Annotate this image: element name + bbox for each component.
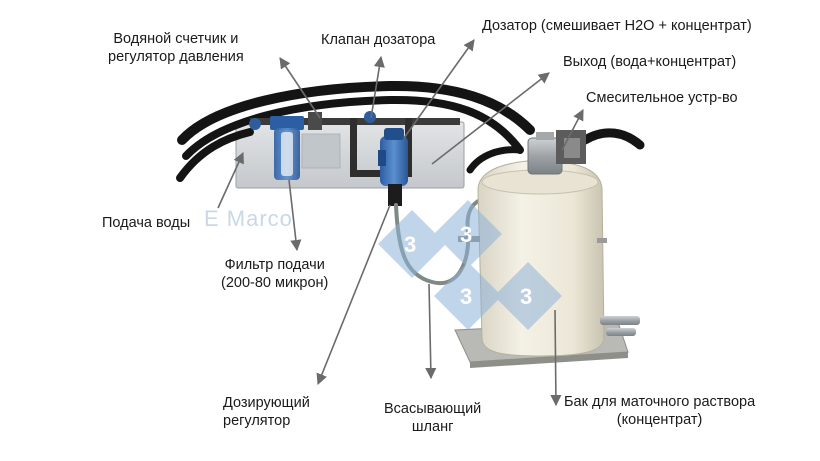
- label-filter: Фильтр подачи (200-80 микрон): [221, 257, 329, 291]
- watermark-digit-3: 3: [460, 284, 474, 309]
- arrow-filter: [288, 179, 302, 252]
- filter-housing: [270, 116, 304, 180]
- arrow-dosing-regulator: [316, 204, 391, 386]
- arrow-suction-hose: [425, 283, 437, 380]
- watermark-digit-4: 3: [520, 284, 534, 309]
- label-mixer: Смесительное устр-во: [586, 90, 738, 106]
- label-meter-regulator: Водяной счетчик и регулятор давления: [108, 31, 244, 65]
- label-dosing-regulator: Дозирующий регулятор: [223, 395, 310, 429]
- main-hoses: [176, 80, 645, 182]
- tank-outlet-pipe: [600, 316, 640, 336]
- arrow-tank: [550, 309, 562, 407]
- arrow-meter-regulator: [279, 57, 321, 119]
- label-doser: Дозатор (смешивает Н2О + концентрат): [482, 18, 752, 34]
- arrow-mixer: [561, 109, 584, 151]
- label-tank: Бак для маточного раствора (концентрат): [564, 394, 756, 428]
- watermark-mark: [378, 200, 562, 330]
- arrow-doser: [403, 39, 475, 139]
- arrow-dosing-valve: [370, 55, 385, 119]
- watermark-digit-1: 3: [404, 232, 418, 257]
- label-suction-hose: Всасывающий шланг: [384, 401, 482, 435]
- mixer-unit: [527, 130, 586, 175]
- arrow-water-supply: [217, 151, 244, 209]
- watermark-digit-2: 3: [460, 222, 474, 247]
- doser-unit: [378, 128, 408, 206]
- label-outlet: Выход (вода+концентрат): [563, 54, 737, 70]
- arrow-outlet: [431, 72, 550, 165]
- label-water-supply: Подача воды: [102, 215, 191, 231]
- label-dosing-valve: Клапан дозатора: [321, 32, 436, 48]
- watermark-text: E Marco: [204, 206, 293, 231]
